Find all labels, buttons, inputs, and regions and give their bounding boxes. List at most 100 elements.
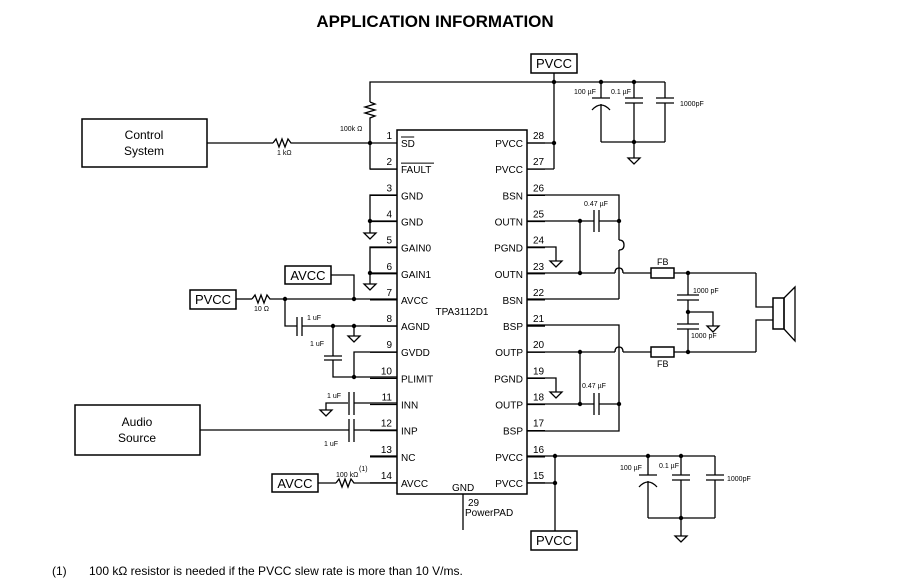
pin-name: PVCC xyxy=(495,479,523,490)
pin-name: AGND xyxy=(401,322,430,333)
pin-number: 4 xyxy=(386,209,392,220)
cap-bot-bulk xyxy=(638,456,658,518)
pin-name: GND xyxy=(401,217,423,228)
ic-part-number: TPA3112D1 xyxy=(436,307,489,318)
ground-icon xyxy=(705,325,721,333)
pin-number: 13 xyxy=(381,445,393,456)
pin-number: 10 xyxy=(381,366,393,377)
pin-name: PGND xyxy=(494,374,523,385)
speaker-icon xyxy=(772,285,796,343)
ground-icon xyxy=(318,409,334,417)
control-system-label-1: Control xyxy=(125,128,164,142)
pin-number: 27 xyxy=(533,157,545,168)
pin-name: PVCC xyxy=(495,453,523,464)
powerpad-label: PowerPAD xyxy=(465,508,513,519)
pin-number: 8 xyxy=(386,314,392,325)
pin-name: PLIMIT xyxy=(401,374,433,385)
cap-bot-bulk-label: 100 µF xyxy=(620,465,642,472)
resistor-avcc14-note: (1) xyxy=(359,466,368,473)
pin-number: 11 xyxy=(382,393,393,404)
pin-name: OUTN xyxy=(495,270,523,281)
audio-source-block xyxy=(74,404,201,456)
cap-top-bulk-label: 100 µF xyxy=(574,89,596,96)
pin-number: 15 xyxy=(533,471,545,482)
control-system-block xyxy=(81,118,208,168)
pin-number: 6 xyxy=(386,262,392,273)
cap-inn-label: 1 uF xyxy=(327,393,341,400)
fault-wire xyxy=(369,143,397,170)
pin-name: INN xyxy=(401,401,418,412)
pin-name: OUTN xyxy=(495,217,523,228)
pin-number: 5 xyxy=(386,236,392,247)
pin-number: 7 xyxy=(386,288,392,299)
ic-right-pins: 28PVCC27PVCC26BSN25OUTN24PGND23OUTN22BSN… xyxy=(494,131,545,490)
footnote-marker: (1) xyxy=(52,564,67,578)
pin-name: BSN xyxy=(502,191,523,202)
pin-number: 19 xyxy=(533,366,545,377)
control-system-label-2: System xyxy=(124,144,164,158)
pin-name: GAIN1 xyxy=(401,270,431,281)
ferrite-bead-top xyxy=(650,267,675,279)
pin-name: INP xyxy=(401,427,418,438)
pin-number: 18 xyxy=(533,393,545,404)
pin-name: PVCC xyxy=(495,139,523,150)
pin-name: OUTP xyxy=(495,401,523,412)
audio-source-label-1: Audio xyxy=(122,415,153,429)
ground-icon xyxy=(548,391,564,399)
cap-bot-hf xyxy=(706,456,724,518)
ground-icon xyxy=(346,335,362,343)
page-title: APPLICATION INFORMATION xyxy=(316,12,553,31)
avcc-rail-bottom-label: AVCC xyxy=(277,476,312,491)
cap-avcc-label: 1 uF xyxy=(307,315,321,322)
resistor-sd-label: 1 kΩ xyxy=(277,150,292,157)
pin-number: 9 xyxy=(386,340,392,351)
ground-icon xyxy=(362,283,378,291)
cap-bot-mid xyxy=(672,456,690,536)
pin-number: 24 xyxy=(533,236,545,247)
pin-29-name: GND xyxy=(452,483,474,494)
cap-bot-hf-label: 1000pF xyxy=(727,476,751,483)
cap-inp-label: 1 uF xyxy=(324,441,338,448)
resistor-pullup-label: 100k Ω xyxy=(340,126,362,133)
pullup-wire xyxy=(369,81,554,102)
cap-top-hf-label: 1000pF xyxy=(680,101,704,108)
cap-out-bot-label: 1000 pF xyxy=(691,333,717,340)
ic-body xyxy=(396,129,528,495)
ground-icon xyxy=(548,260,564,268)
pin-number: 26 xyxy=(533,183,545,194)
resistor-avcc14-label: 100 kΩ xyxy=(336,472,358,479)
resistor-10ohm xyxy=(251,293,397,305)
resistor-sd xyxy=(272,137,370,149)
pin-number: 1 xyxy=(386,131,392,142)
cap-bsn-label: 0.47 µF xyxy=(584,201,608,208)
cap-top-mid-label: 0.1 µF xyxy=(611,89,631,96)
ground-icon xyxy=(673,535,689,543)
pin-name: FAULT xyxy=(401,165,431,176)
pin-number: 2 xyxy=(386,157,392,168)
resistor-10ohm-label: 10 Ω xyxy=(254,306,269,313)
pin-number: 14 xyxy=(381,471,393,482)
pin-number: 22 xyxy=(533,288,545,299)
pin-name: PVCC xyxy=(495,165,523,176)
ferrite-bead-bottom-label: FB xyxy=(657,359,669,369)
pin-name: BSN xyxy=(502,296,523,307)
cap-out-top-label: 1000 pF xyxy=(693,288,719,295)
pin-number: 21 xyxy=(533,314,545,325)
pin-name: PGND xyxy=(494,244,523,255)
ground-icon xyxy=(362,232,378,240)
pin-name: BSP xyxy=(503,322,523,333)
audio-source-label-2: Source xyxy=(118,431,156,445)
pvcc-rail-top-label: PVCC xyxy=(536,56,572,71)
pin-name: BSP xyxy=(503,427,523,438)
pin-name: AVCC xyxy=(401,296,428,307)
cap-gvdd-label: 1 uF xyxy=(310,341,324,348)
pin-number: 23 xyxy=(533,262,545,273)
